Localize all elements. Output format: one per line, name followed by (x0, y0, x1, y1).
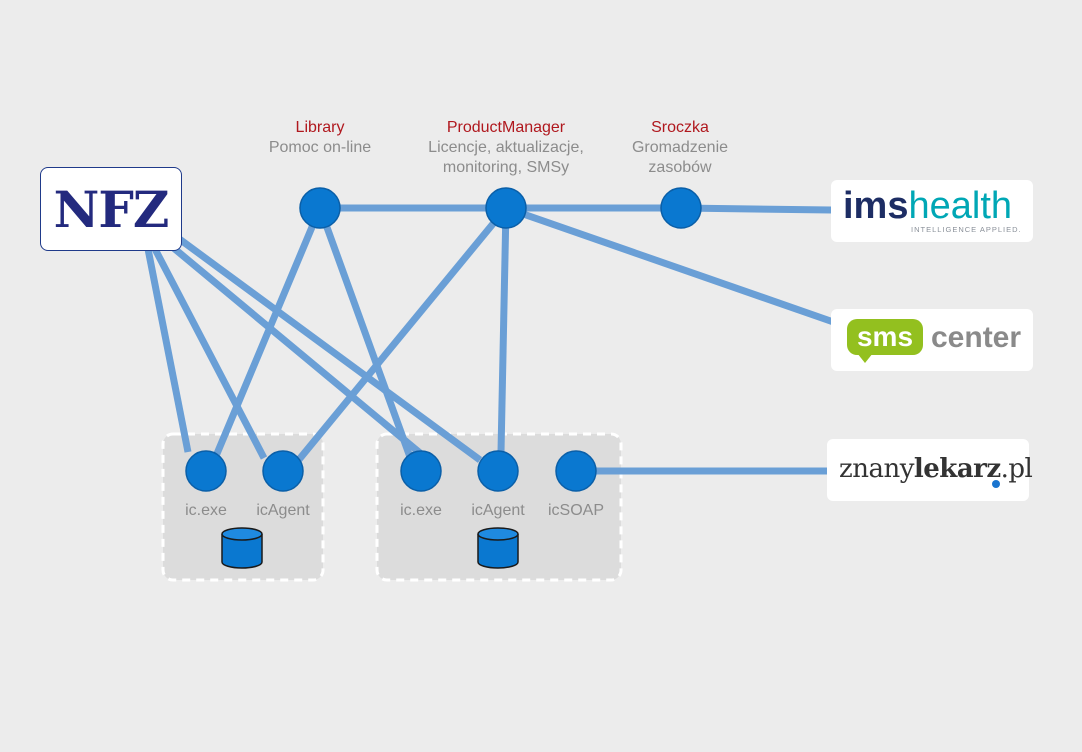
library-node (299, 187, 341, 229)
smscenter-bubble-tail (857, 353, 873, 363)
link-nfz-icexe2 (167, 242, 423, 456)
sroczka-label: Sroczka Gromadzenie zasobów (610, 118, 750, 178)
library-title: Library (295, 119, 345, 136)
imshealth-wordmark: imshealth (843, 186, 1012, 226)
link-pm-icagent1 (294, 205, 509, 465)
smscenter-logo: sms center (831, 309, 1033, 371)
sroczka-desc-2: zasobów (648, 159, 712, 176)
g2-icexe-node (400, 450, 442, 492)
imshealth-tagline: INTELLIGENCE APPLIED. (911, 225, 1022, 234)
imshealth-part2: health (908, 185, 1013, 227)
g1-icagent-caption: icAgent (256, 502, 310, 519)
link-library-icexe1 (212, 206, 324, 458)
productmanager-desc-2: monitoring, SMSy (442, 159, 570, 176)
g2-icagent-caption: icAgent (471, 502, 525, 519)
database-icon-1 (221, 527, 263, 569)
connections (144, 204, 844, 475)
link-nfz-icagent1 (151, 247, 268, 460)
sroczka-desc-1: Gromadzenie (631, 139, 729, 156)
smscenter-bubble: sms (847, 319, 923, 355)
g2-icsoap-caption: icSOAP (547, 502, 604, 519)
g1-icagent-node (262, 450, 304, 492)
g2-icagent-node (477, 450, 519, 492)
productmanager-desc-1: Licencje, aktualizacje, (428, 139, 584, 156)
nfz-logo: NFZ (40, 167, 182, 251)
link-pm-sms (504, 204, 844, 329)
library-label: Library Pomoc on-line (250, 118, 390, 158)
library-desc: Pomoc on-line (268, 139, 372, 156)
znanylekarz-logo: znanylekarz.pl (827, 439, 1033, 501)
productmanager-node (485, 187, 527, 229)
g2-icsoap-node (555, 450, 597, 492)
sroczka-title: Sroczka (651, 119, 709, 136)
productmanager-label: ProductManager Licencje, aktualizacje, m… (406, 118, 606, 178)
znanylekarz-wordmark: znanylekarz.pl (839, 453, 1033, 485)
znanylekarz-dot-icon (992, 480, 1000, 488)
imshealth-part1: ims (843, 185, 909, 227)
link-nfz-icexe1 (144, 248, 192, 453)
znanylekarz-part2: lekarz (913, 454, 1001, 484)
smscenter-word: center (931, 321, 1022, 354)
imshealth-logo: imshealth INTELLIGENCE APPLIED. (831, 180, 1033, 242)
sroczka-node (660, 187, 702, 229)
link-library-icexe2 (316, 206, 414, 459)
g1-icexe-node (185, 450, 227, 492)
znanylekarz-part3: .pl (1000, 454, 1033, 484)
database-icon-2 (477, 527, 519, 569)
link-nfz-icagent2 (175, 235, 483, 463)
g1-icexe-caption: ic.exe (185, 502, 227, 519)
znanylekarz-part1: znany (839, 454, 914, 484)
link-sroczka-ims (680, 204, 832, 214)
link-pm-icagent2 (497, 207, 510, 453)
productmanager-title: ProductManager (446, 119, 566, 136)
g2-icexe-caption: ic.exe (400, 502, 442, 519)
